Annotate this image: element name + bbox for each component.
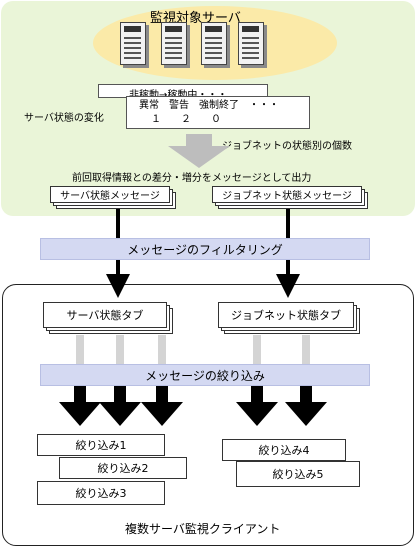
arrow-down-icon bbox=[236, 386, 278, 426]
connector-line bbox=[116, 335, 124, 367]
server-icon bbox=[201, 22, 227, 65]
message-filtering-band: メッセージのフィルタリング bbox=[40, 238, 370, 260]
connector-line bbox=[76, 335, 84, 367]
filter-item[interactable]: 絞り込み2 bbox=[59, 457, 187, 479]
client-title: 複数サーバ監視クライアント bbox=[125, 522, 281, 536]
connector-line bbox=[253, 335, 261, 367]
connector-line bbox=[302, 335, 310, 367]
server-icon bbox=[238, 22, 264, 65]
filter-item[interactable]: 絞り込み4 bbox=[222, 439, 346, 461]
jobnet-count-box: 異常 警告 強制終了 ・・・ １ ２ ０ bbox=[126, 96, 310, 129]
diff-caption: 前回取得情報との差分・増分をメッセージとして出力 bbox=[72, 173, 312, 184]
jobnet-state-message: ジョブネット状態メッセージ bbox=[212, 186, 362, 203]
output-arrow-icon bbox=[168, 134, 230, 168]
server-icon bbox=[120, 22, 146, 65]
arrow-down-icon bbox=[141, 386, 183, 426]
filter-item[interactable]: 絞り込み1 bbox=[37, 434, 165, 456]
server-state-tab[interactable]: サーバ状態タブ bbox=[43, 302, 167, 328]
jobnet-state-tab[interactable]: ジョブネット状態タブ bbox=[218, 302, 354, 328]
arrow-down-icon bbox=[285, 386, 327, 426]
connector-line bbox=[158, 335, 166, 367]
jobnet-count-values: １ ２ ０ bbox=[151, 114, 221, 125]
server-icon bbox=[161, 22, 187, 65]
server-state-message: サーバ状態メッセージ bbox=[50, 186, 170, 203]
arrow-down-icon bbox=[276, 274, 300, 298]
arrow-down-icon bbox=[59, 386, 101, 426]
jobnet-count-label: ジョブネットの状態別の個数 bbox=[222, 141, 352, 152]
arrow-down-icon bbox=[106, 274, 130, 298]
filter-item[interactable]: 絞り込み5 bbox=[236, 461, 360, 487]
server-state-label: サーバ状態の変化 bbox=[24, 113, 104, 124]
arrow-down-icon bbox=[99, 386, 141, 426]
message-narrowing-band: メッセージの絞り込み bbox=[40, 364, 370, 386]
jobnet-count-header: 異常 警告 強制終了 ・・・ bbox=[139, 100, 279, 111]
filter-item[interactable]: 絞り込み3 bbox=[37, 481, 165, 505]
